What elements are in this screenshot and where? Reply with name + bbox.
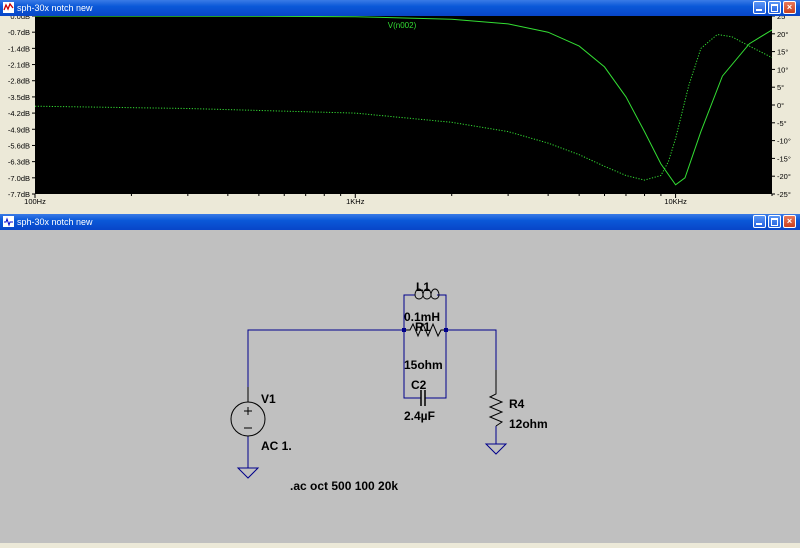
inductor-l1[interactable] bbox=[414, 288, 440, 300]
waveform-plot[interactable]: V(n002) 0.0dB -0.7dB -1.4dB -2.1dB -2.8dB -3.… bbox=[0, 16, 800, 208]
left-axis-label: -4.2dB bbox=[8, 109, 30, 118]
right-axis-label: -20° bbox=[777, 172, 791, 181]
ground-icon bbox=[484, 443, 508, 455]
left-axis-label: -0.7dB bbox=[8, 28, 30, 37]
plot-window-title: sph-30x notch new bbox=[17, 3, 93, 13]
right-axis-label: 0° bbox=[777, 101, 784, 110]
schematic-canvas[interactable]: L1 0.1mH R1 15ohm C2 2.4µF R4 12ohm V1 A… bbox=[0, 230, 800, 543]
wire-node-to-r4[interactable] bbox=[446, 329, 497, 370]
right-axis-label: -25° bbox=[777, 190, 791, 199]
c2-name[interactable]: C2 bbox=[411, 378, 427, 392]
x-axis-label: 10KHz bbox=[664, 197, 687, 206]
waveform-icon bbox=[3, 2, 14, 13]
maximize-button[interactable] bbox=[768, 1, 781, 14]
close-button[interactable]: × bbox=[783, 1, 796, 14]
trace-title[interactable]: V(n002) bbox=[388, 21, 417, 30]
magnitude-trace bbox=[34, 16, 773, 186]
left-axis-label: -6.3dB bbox=[8, 158, 30, 167]
wire-l1-left[interactable] bbox=[403, 294, 415, 330]
left-axis-label: -2.1dB bbox=[8, 61, 30, 70]
wire-v1-to-node[interactable] bbox=[247, 329, 404, 334]
left-axis-label: 0.0dB bbox=[10, 16, 30, 21]
r4-value[interactable]: 12ohm bbox=[509, 417, 548, 431]
maximize-button[interactable] bbox=[768, 215, 781, 228]
r1-value[interactable]: 15ohm bbox=[404, 358, 443, 372]
wire-l1-right[interactable] bbox=[437, 294, 447, 330]
left-axis-label: -1.4dB bbox=[8, 44, 30, 53]
left-axis-label: -7.0dB bbox=[8, 174, 30, 183]
junction-dot bbox=[402, 328, 406, 332]
plot-window: sph-30x notch new × V(n002) 0.0dB -0.7dB -… bbox=[0, 0, 800, 210]
left-axis-label: -7.7dB bbox=[8, 190, 30, 199]
r1-name[interactable]: R1 bbox=[415, 320, 431, 334]
phase-trace bbox=[34, 33, 773, 181]
schematic-icon bbox=[3, 216, 14, 227]
schematic-window: sph-30x notch new × bbox=[0, 214, 800, 545]
resistor-r1[interactable] bbox=[404, 322, 446, 338]
minimize-button[interactable] bbox=[753, 1, 766, 14]
plot-window-titlebar[interactable]: sph-30x notch new × bbox=[0, 0, 800, 16]
c2-value[interactable]: 2.4µF bbox=[404, 409, 435, 423]
left-axis-label: -4.9dB bbox=[8, 125, 30, 134]
capacitor-c2[interactable] bbox=[420, 390, 426, 406]
minimize-button[interactable] bbox=[753, 215, 766, 228]
v1-name[interactable]: V1 bbox=[261, 392, 276, 406]
l1-value[interactable]: 0.1mH bbox=[404, 310, 440, 324]
schematic-window-title: sph-30x notch new bbox=[17, 217, 93, 227]
r4-name[interactable]: R4 bbox=[509, 397, 525, 411]
plot-background[interactable] bbox=[35, 16, 772, 194]
ac-directive[interactable]: .ac oct 500 100 20k bbox=[290, 479, 398, 493]
ground-icon bbox=[236, 467, 260, 479]
right-axis-label: 5° bbox=[777, 83, 784, 92]
x-axis-label: 1KHz bbox=[346, 197, 365, 206]
wire-c2-left[interactable] bbox=[403, 330, 421, 399]
wire-c2-right[interactable] bbox=[425, 330, 447, 399]
left-axis-label: -3.5dB bbox=[8, 93, 30, 102]
right-axis-label: -15° bbox=[777, 154, 791, 163]
right-axis-label: 10° bbox=[777, 65, 788, 74]
left-axis-label: -5.6dB bbox=[8, 141, 30, 150]
right-axis-label: -5° bbox=[777, 119, 787, 128]
right-axis-label: 25° bbox=[777, 16, 788, 21]
left-axis-label: -2.8dB bbox=[8, 77, 30, 86]
junction-dot bbox=[444, 328, 448, 332]
right-axis-label: 15° bbox=[777, 48, 788, 57]
voltage-source-v1[interactable] bbox=[230, 387, 266, 437]
v1-value[interactable]: AC 1. bbox=[261, 439, 292, 453]
right-axis-label: 20° bbox=[777, 30, 788, 39]
schematic-window-titlebar[interactable]: sph-30x notch new × bbox=[0, 214, 800, 230]
right-axis-label: -10° bbox=[777, 137, 791, 146]
schematic-drawing[interactable]: L1 0.1mH R1 15ohm C2 2.4µF R4 12ohm V1 A… bbox=[0, 230, 800, 543]
resistor-r4[interactable] bbox=[488, 370, 504, 427]
l1-name[interactable]: L1 bbox=[416, 280, 430, 294]
x-axis-label: 100Hz bbox=[24, 197, 46, 206]
close-button[interactable]: × bbox=[783, 215, 796, 228]
